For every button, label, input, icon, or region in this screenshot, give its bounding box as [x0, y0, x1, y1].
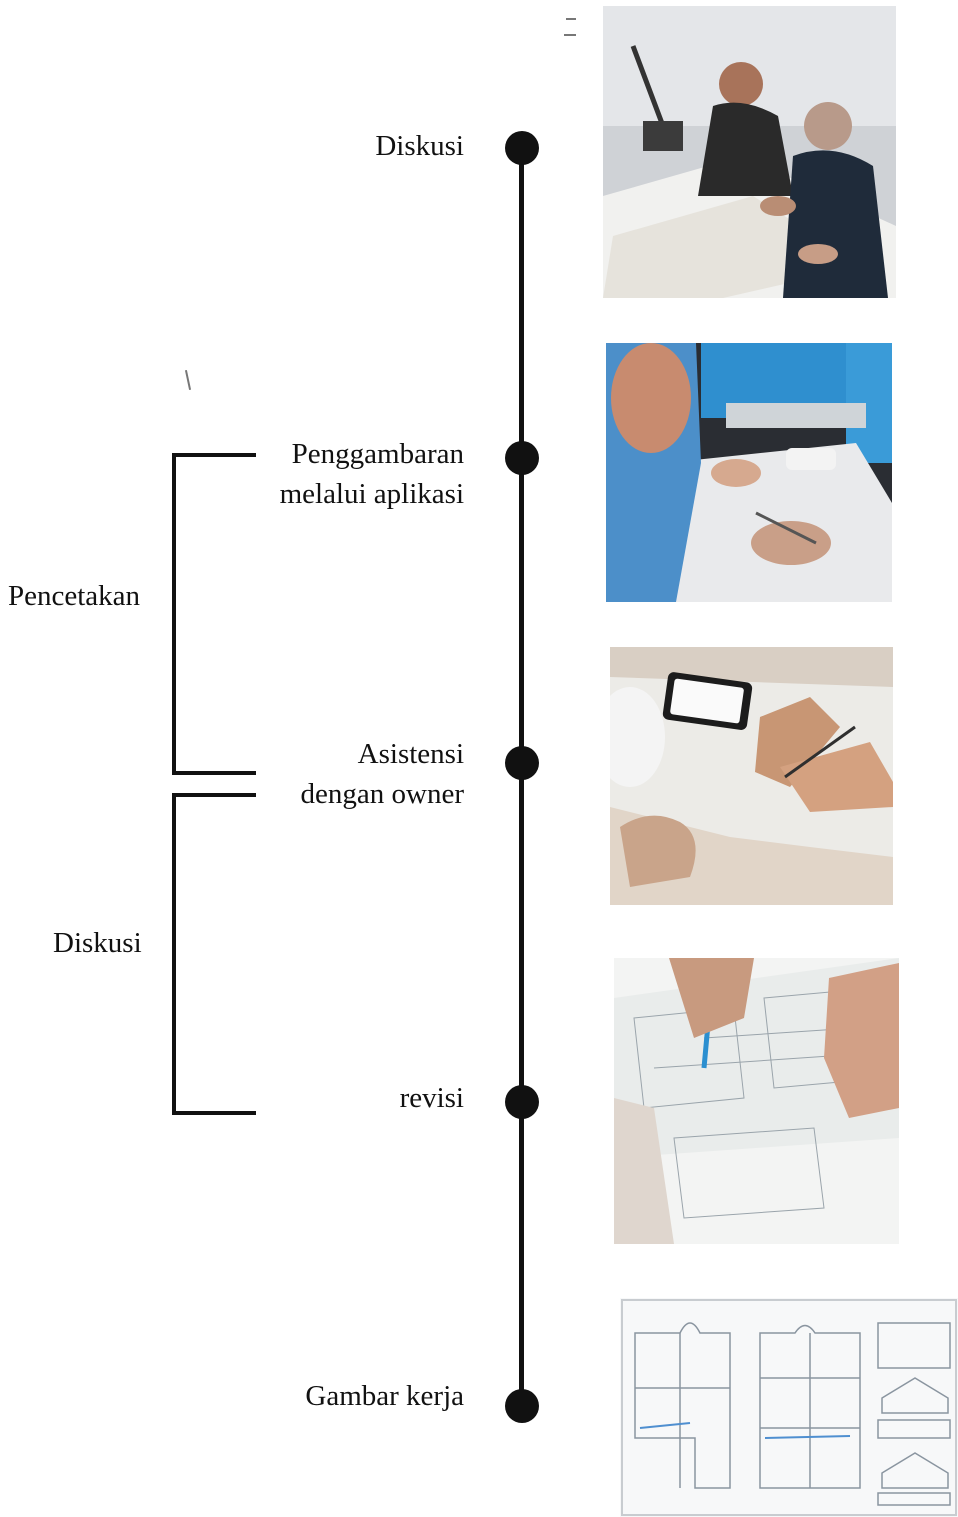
scan-mark	[564, 34, 576, 36]
timeline-node-gambar-kerja	[505, 1389, 539, 1423]
bracket-pencetakan	[172, 453, 256, 775]
step-label-diskusi: Diskusi	[375, 130, 464, 162]
group-label-pencetakan: Pencetakan	[8, 580, 141, 612]
photo-hands-pointing-at-plan	[610, 647, 893, 905]
timeline-node-asistensi	[505, 746, 539, 780]
photo-drafting-at-computer	[606, 343, 892, 602]
photo-hand-drawing-with-pencil	[614, 958, 899, 1244]
image-working-drawing-sheet	[620, 1298, 958, 1517]
timeline-node-penggambaran	[505, 441, 539, 475]
photo-two-men-reviewing-drawings	[603, 6, 896, 298]
step-label-penggambaran: Penggambaran melalui aplikasi	[279, 438, 464, 510]
scan-mark	[184, 370, 192, 390]
bracket-diskusi	[172, 793, 256, 1115]
step-label-gambar-kerja: Gambar kerja	[305, 1380, 464, 1412]
scan-mark	[566, 18, 576, 20]
step-label-asistensi: Asistensi dengan owner	[300, 738, 464, 810]
timeline-node-diskusi	[505, 131, 539, 165]
timeline-node-revisi	[505, 1085, 539, 1119]
step-label-revisi: revisi	[399, 1082, 464, 1114]
group-label-diskusi: Diskusi	[53, 927, 142, 959]
